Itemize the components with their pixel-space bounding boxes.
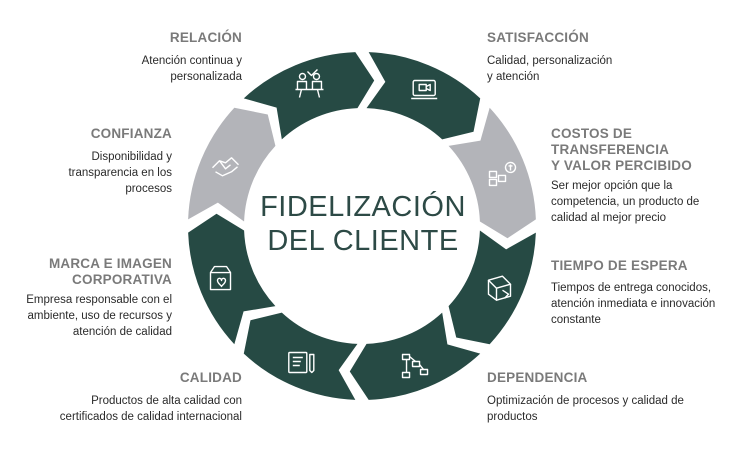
label-confianza: CONFIANZA Disponibilidad y transparencia… <box>0 126 172 197</box>
segment-marca-imagen <box>188 213 276 345</box>
center-title: FIDELIZACIÓN DEL CLIENTE <box>238 190 488 258</box>
label-title: COSTOS DE TRANSFERENCIA Y VALOR PERCIBID… <box>551 126 692 173</box>
cycle-segments <box>188 52 536 400</box>
certificate-icon <box>288 351 315 374</box>
meeting-icon <box>295 69 324 98</box>
label-desc: Calidad, personalización y atención <box>487 55 613 83</box>
segment-calidad <box>243 312 358 400</box>
label-title: MARCA E IMAGEN CORPORATIVA <box>48 256 172 287</box>
label-title: CONFIANZA <box>90 126 172 141</box>
label-tiempo-espera: TIEMPO DE ESPERA Tiempos de entrega cono… <box>551 258 746 328</box>
segment-tiempo-espera <box>448 230 536 345</box>
label-desc: Disponibilidad y transparencia en los pr… <box>68 151 172 195</box>
segment-confianza <box>188 107 276 222</box>
segment-costos <box>448 107 536 239</box>
label-title: DEPENDENCIA <box>487 370 588 385</box>
label-desc: Atención continua y personalizada <box>141 55 242 83</box>
money-flow-icon <box>488 161 517 187</box>
label-desc: Empresa responsable con el ambiente, uso… <box>26 294 172 338</box>
label-desc: Ser mejor opción que la competencia, un … <box>551 180 700 224</box>
label-title: CALIDAD <box>179 370 242 385</box>
center-title-line1: FIDELIZACIÓN <box>260 191 466 223</box>
label-desc: Productos de alta calidad con certificad… <box>59 395 242 423</box>
video-chat-icon <box>411 79 438 100</box>
brand-shop-icon <box>209 265 232 291</box>
label-costos: COSTOS DE TRANSFERENCIA Y VALOR PERCIBID… <box>551 126 746 226</box>
segment-dependencia <box>349 312 481 400</box>
label-relacion: RELACIÓN Atención continua y personaliza… <box>42 30 242 85</box>
label-satisfaccion: SATISFACCIÓN Calidad, personalización y … <box>487 30 667 85</box>
workflow-icon <box>401 353 429 379</box>
label-desc: Optimización de procesos y calidad de pr… <box>487 395 684 423</box>
center-title-line2: DEL CLIENTE <box>267 225 459 257</box>
segment-relacion <box>243 52 375 140</box>
label-dependencia: DEPENDENCIA Optimización de procesos y c… <box>487 370 717 425</box>
label-title: SATISFACCIÓN <box>487 30 589 45</box>
box-arrow-icon <box>487 275 512 301</box>
label-title: TIEMPO DE ESPERA <box>551 258 688 273</box>
label-title: RELACIÓN <box>169 30 242 45</box>
label-desc: Tiempos de entrega conocidos, atención i… <box>551 282 716 326</box>
label-calidad: CALIDAD Productos de alta calidad con ce… <box>42 370 242 425</box>
cycle-icons <box>209 69 517 379</box>
handshake-icon <box>212 157 240 177</box>
label-marca-imagen: MARCA E IMAGEN CORPORATIVA Empresa respo… <box>0 256 172 340</box>
